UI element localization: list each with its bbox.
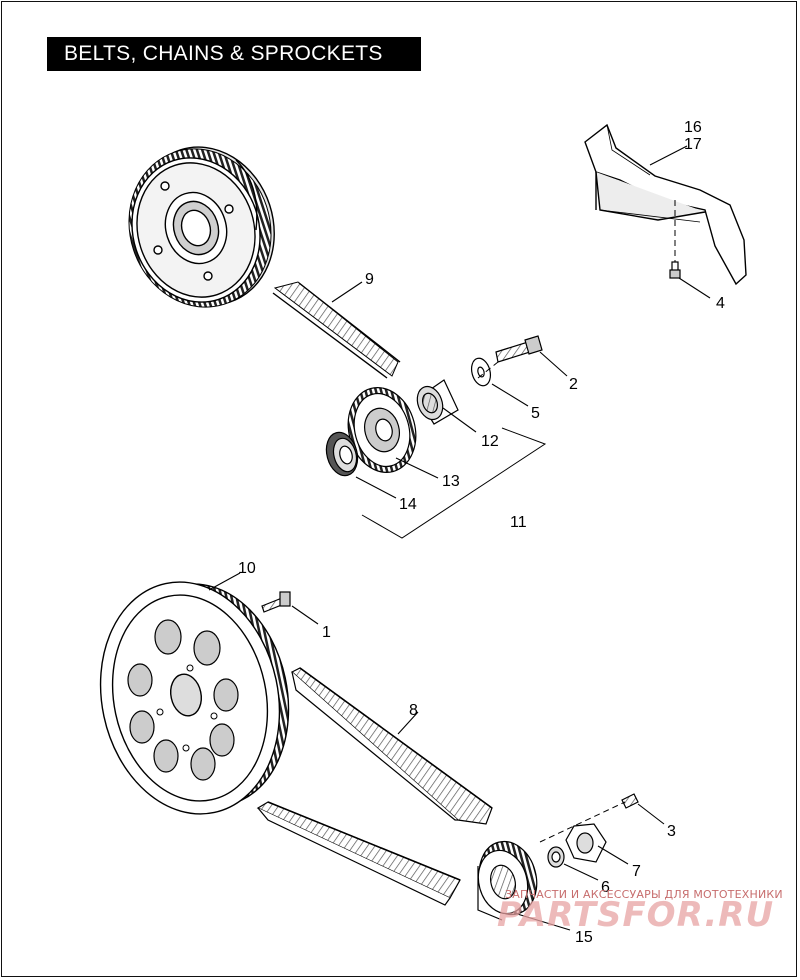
screw-3-illustration: [621, 793, 639, 809]
page-title: BELTS, CHAINS & SPROCKETS: [47, 37, 421, 71]
callout-16: 16: [684, 119, 702, 136]
callout-1: 1: [322, 624, 331, 641]
chain-guard-illustration: [584, 123, 747, 286]
transmission-sprocket-illustration: [477, 840, 538, 921]
bolt-4-illustration: [669, 261, 681, 279]
group-bracket-11: [361, 427, 547, 539]
assembly-axis-lines: [477, 361, 626, 843]
callout-4: 4: [716, 295, 725, 312]
drive-belt-upper-illustration: [290, 667, 493, 825]
nut-6-illustration: [547, 846, 565, 868]
callout-3: 3: [667, 823, 676, 840]
watermark-tagline: ЗАПЧАСТИ И АКСЕССУАРЫ ДЛЯ МОТОТЕХНИКИ: [505, 888, 783, 901]
nut-14-illustration: [325, 431, 359, 477]
watermark-logo: PARTSFOR.RU: [497, 895, 775, 935]
callout-6: 6: [601, 879, 610, 896]
callout-12: 12: [481, 433, 499, 450]
clutch-shell-illustration: [128, 146, 275, 308]
callout-10: 10: [238, 560, 256, 577]
callout-5: 5: [531, 405, 540, 422]
callout-2: 2: [569, 376, 578, 393]
bolt-1-illustration: [261, 591, 291, 613]
sprocket-13-illustration: [347, 386, 417, 474]
callout-14: 14: [399, 496, 417, 513]
drive-belt-lower-illustration: [256, 801, 461, 906]
callout-11: 11: [510, 514, 527, 531]
callout-9: 9: [365, 271, 374, 288]
callout-8: 8: [409, 702, 418, 719]
bolt-2-illustration: [495, 335, 543, 363]
callout-13: 13: [442, 473, 460, 490]
callout-15: 15: [575, 929, 593, 946]
lock-plate-7-illustration: [565, 823, 607, 863]
rear-pulley-illustration: [99, 581, 290, 815]
spacer-12-illustration: [416, 379, 459, 425]
callout-7: 7: [632, 863, 641, 880]
callout-17: 17: [684, 136, 702, 153]
primary-chain-illustration: [272, 281, 401, 379]
washer-5-illustration: [470, 357, 492, 387]
leader-lines: [208, 145, 711, 931]
